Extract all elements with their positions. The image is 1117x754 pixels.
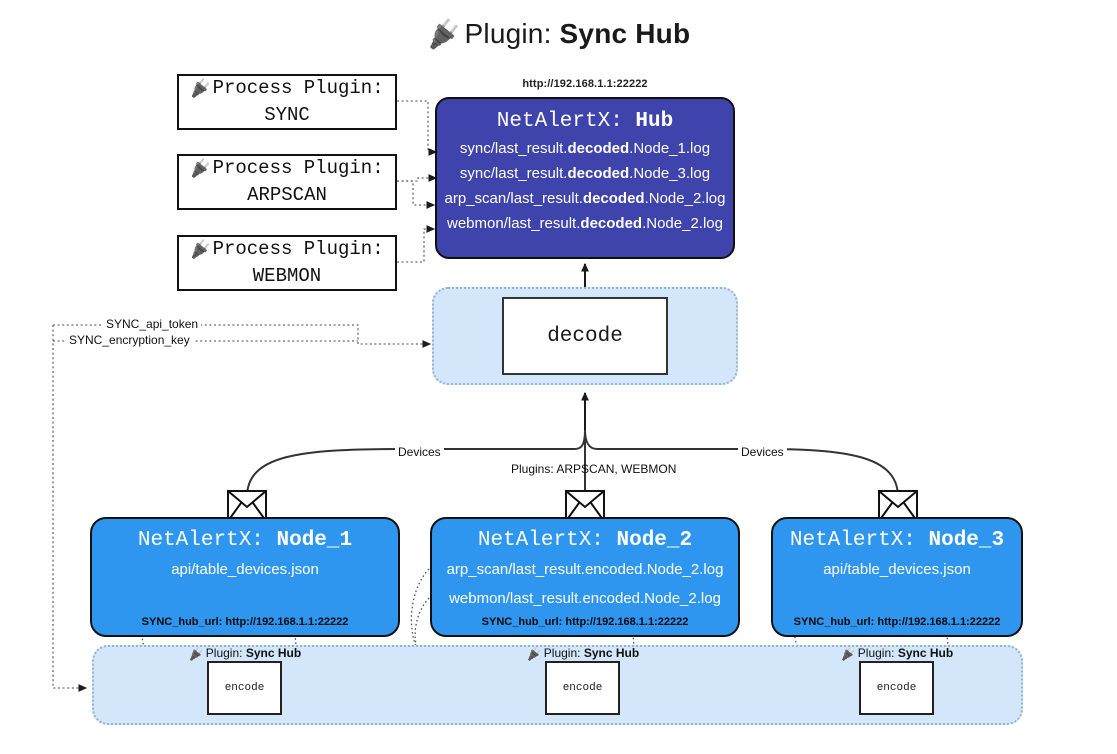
- encode-box-node-2[interactable]: encode: [545, 661, 620, 715]
- encode-caption-node-3: 🔌Plugin: Sync Hub: [840, 646, 954, 662]
- secret-label-encryption-key: SYNC_encryption_key: [66, 333, 193, 347]
- plug-icon: 🔌: [840, 646, 857, 662]
- node-box-node-2[interactable]: NetAlertX: Node_2 arp_scan/last_result.e…: [430, 517, 740, 637]
- process-plugin-arpscan[interactable]: 🔌Process Plugin: ARPSCAN: [177, 154, 397, 210]
- hub-log-4: webmon/last_result.decoded.Node_2.log: [447, 215, 723, 232]
- hub-log-2: sync/last_result.decoded.Node_3.log: [459, 165, 711, 182]
- encode-caption-node-2: 🔌Plugin: Sync Hub: [526, 646, 640, 662]
- node-1-line-1: api/table_devices.json: [171, 561, 319, 578]
- node-3-hub-url: SYNC_hub_url: http://192.168.1.1:22222: [793, 616, 1001, 628]
- envelope-icon-node3: [878, 490, 918, 522]
- node-2-line-2: webmon/last_result.encoded.Node_2.log: [449, 590, 721, 607]
- secret-label-api-token: SYNC_api_token: [103, 317, 202, 331]
- process-plugin-webmon-line1: Process Plugin:: [212, 238, 384, 260]
- decode-box[interactable]: decode: [502, 297, 668, 375]
- node-2-title: NetAlertX: Node_2: [477, 529, 693, 552]
- hub-log-1: sync/last_result.decoded.Node_1.log: [459, 140, 711, 157]
- process-plugin-webmon-line2: WEBMON: [252, 265, 322, 287]
- node-box-node-1[interactable]: NetAlertX: Node_1 api/table_devices.json…: [90, 517, 400, 637]
- page-title-prefix: Plugin:: [464, 18, 560, 49]
- hub-url-label: http://192.168.1.1:22222: [522, 78, 648, 90]
- plug-icon: 🔌: [526, 646, 543, 662]
- process-plugin-sync-line1: Process Plugin:: [212, 77, 384, 99]
- node-3-line-1: api/table_devices.json: [823, 561, 971, 578]
- page-title-name: Sync Hub: [559, 18, 691, 49]
- edge-label-plugins-center: Plugins: ARPSCAN, WEBMON: [511, 462, 677, 476]
- encode-label-node-3: encode: [876, 682, 917, 694]
- node-1-hub-url: SYNC_hub_url: http://192.168.1.1:22222: [141, 616, 349, 628]
- encode-box-node-3[interactable]: encode: [859, 661, 934, 715]
- plug-icon: 🔌: [425, 17, 463, 51]
- node-box-node-3[interactable]: NetAlertX: Node_3 api/table_devices.json…: [771, 517, 1023, 637]
- process-plugin-arpscan-line1: Process Plugin:: [212, 157, 384, 179]
- plug-icon: 🔌: [188, 646, 205, 662]
- process-plugin-webmon[interactable]: 🔌Process Plugin: WEBMON: [177, 235, 397, 291]
- edge-label-devices-left: Devices: [395, 445, 444, 459]
- hub-log-3: arp_scan/last_result.decoded.Node_2.log: [444, 190, 726, 207]
- encode-label-node-2: encode: [562, 682, 603, 694]
- plugin-to-hub-connectors: [397, 100, 438, 263]
- encode-box-node-1[interactable]: encode: [207, 661, 282, 715]
- process-plugin-arpscan-line2: ARPSCAN: [247, 184, 327, 206]
- plug-icon: 🔌: [189, 159, 213, 182]
- process-plugin-sync[interactable]: 🔌Process Plugin: SYNC: [177, 74, 397, 130]
- hub-box[interactable]: NetAlertX: Hub sync/last_result.decoded.…: [435, 97, 735, 259]
- page-title: 🔌Plugin: Sync Hub: [0, 14, 1117, 54]
- process-plugin-sync-line2: SYNC: [264, 104, 310, 126]
- plug-icon: 🔌: [189, 240, 213, 263]
- node-2-hub-url: SYNC_hub_url: http://192.168.1.1:22222: [481, 616, 689, 628]
- decode-label: decode: [547, 324, 623, 348]
- encode-label-node-1: encode: [224, 682, 265, 694]
- plug-icon: 🔌: [189, 79, 213, 102]
- encode-caption-node-1: 🔌Plugin: Sync Hub: [188, 646, 302, 662]
- node-1-title: NetAlertX: Node_1: [137, 529, 353, 552]
- node-3-title: NetAlertX: Node_3: [789, 529, 1005, 552]
- node-2-line-1: arp_scan/last_result.encoded.Node_2.log: [446, 561, 724, 578]
- edge-label-devices-right: Devices: [738, 445, 787, 459]
- hub-title: NetAlertX: Hub: [496, 110, 674, 133]
